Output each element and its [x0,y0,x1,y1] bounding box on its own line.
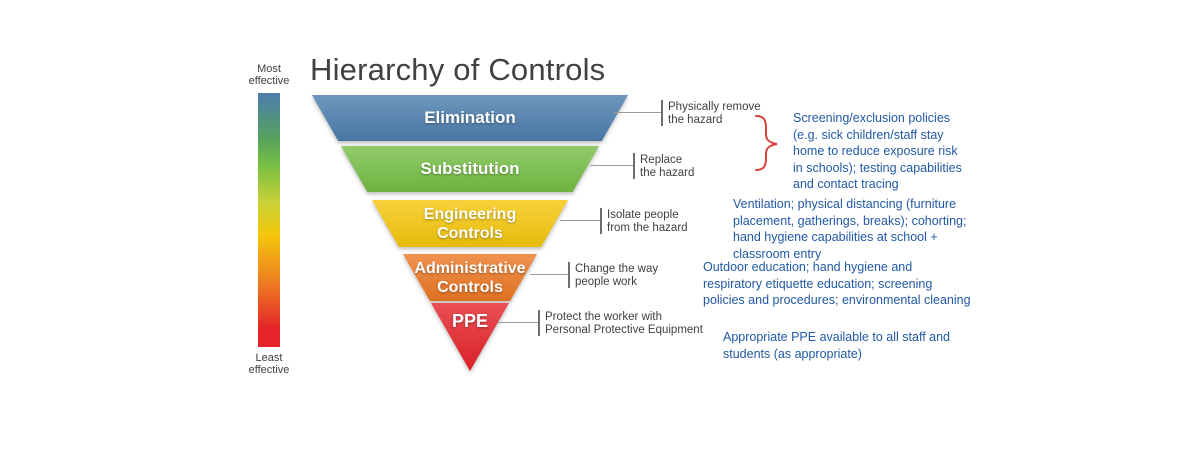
pyramid-level-ppe: PPE [431,303,509,371]
annotation-screening: Screening/exclusion policies (e.g. sick … [793,111,962,191]
annotation-appropriate-ppe: Appropriate PPE available to all staff a… [723,330,950,361]
annotation-ventilation: Ventilation; physical distancing (furnit… [733,197,967,261]
connector-tick-elimination [661,100,663,126]
level-label-ppe: PPE [451,311,489,331]
level-label-substitution: Substitution [420,159,520,178]
connector-line-substitution [590,165,633,166]
connector-tick-engineering [600,208,602,234]
level-description-substitution: Replace the hazard [640,154,695,179]
connector-tick-ppe [538,310,540,336]
connector-tick-substitution [633,153,635,179]
level-label-administrative-controls: Administrative Controls [414,259,526,296]
page-title: Hierarchy of Controls [310,52,606,87]
pyramid-level-engineering-controls: Engineering Controls [372,200,568,247]
level-label-elimination: Elimination [424,108,516,127]
level-label-engineering-controls: Engineering Controls [423,205,517,242]
connector-tick-administrative [568,262,570,288]
level-description-ppe: Protect the worker with Personal Protect… [545,311,703,336]
pyramid-level-elimination: Elimination [312,95,628,141]
least-effective-label: Least effective [248,352,290,376]
most-effective-label: Most effective [248,63,290,87]
annotation-outdoor-education: Outdoor education; hand hygiene and resp… [703,260,971,307]
connector-line-administrative [530,274,568,275]
connector-line-ppe [498,322,538,323]
level-description-administrative: Change the way people work [575,263,659,288]
pyramid-level-administrative-controls: Administrative Controls [403,254,537,301]
pyramid-level-substitution: Substitution [341,146,599,192]
connector-line-elimination [614,112,661,113]
effectiveness-gradient-bar [258,93,280,347]
brace-icon [755,115,778,171]
connector-line-engineering [560,220,600,221]
level-description-elimination: Physically remove the hazard [668,101,761,126]
level-description-engineering: Isolate people from the hazard [607,209,688,234]
